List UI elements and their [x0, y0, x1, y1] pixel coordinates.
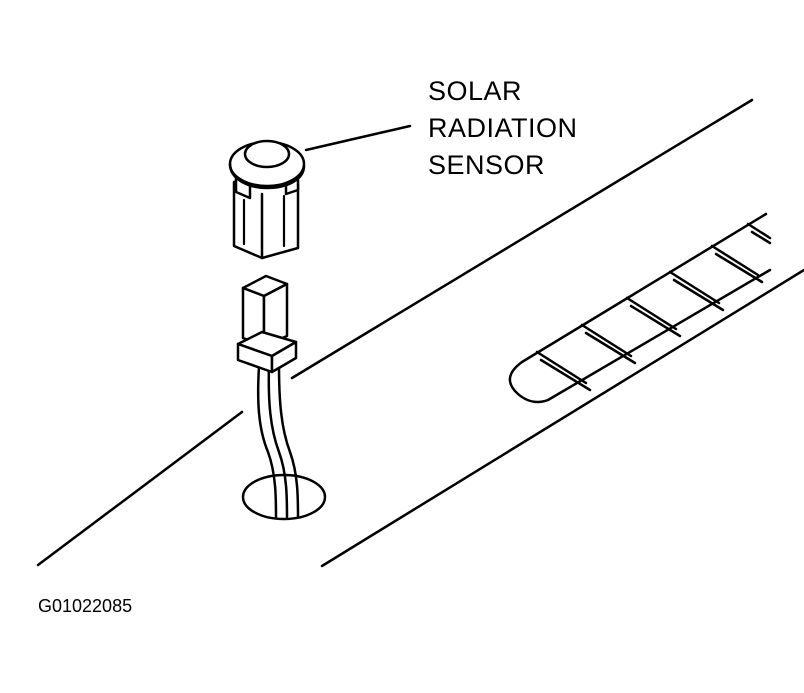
dashboard-front-edge [320, 268, 804, 568]
callout-label-line-2: RADIATION [428, 113, 578, 143]
figure-id: G01022085 [38, 596, 132, 616]
callout-label-line-3: SENSOR [428, 150, 545, 180]
defroster-vent [508, 212, 772, 404]
dashboard-top-edge [36, 98, 754, 567]
callout-label-line-1: SOLAR [428, 76, 522, 106]
solar-radiation-sensor [228, 139, 306, 260]
mounting-hole [241, 473, 327, 521]
callout-leader-line [304, 124, 412, 152]
wire-harness [256, 364, 300, 519]
electrical-connector [236, 274, 298, 374]
